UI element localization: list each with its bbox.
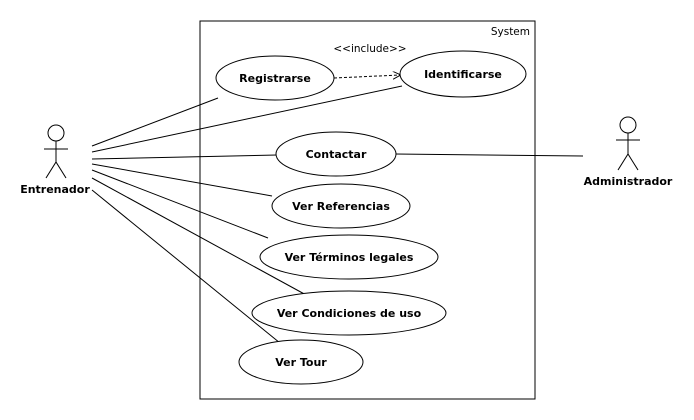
- actor-admin[interactable]: Administrador: [584, 116, 673, 188]
- actor-admin-label: Administrador: [584, 175, 673, 188]
- actor-trainer[interactable]: Entrenador: [20, 124, 90, 196]
- assoc-trainer-terms: [91, 169, 269, 239]
- assoc-trainer-tour: [91, 189, 281, 344]
- actor-admin-head: [619, 116, 637, 134]
- use-case-register[interactable]: Registrarse: [215, 55, 335, 101]
- actor-trainer-head: [47, 124, 65, 142]
- assoc-admin-contact: [394, 153, 584, 157]
- assoc-trainer-register: [91, 97, 219, 147]
- use-case-identify[interactable]: Identificarse: [399, 50, 527, 98]
- use-case-references-label: Ver Referencias: [292, 200, 390, 213]
- assoc-trainer-conditions: [91, 177, 309, 297]
- assoc-trainer-contact: [91, 154, 278, 160]
- use-case-contact[interactable]: Contactar: [275, 131, 397, 177]
- use-case-tour-label: Ver Tour: [275, 356, 327, 369]
- actor-trainer-label: Entrenador: [20, 183, 90, 196]
- assoc-trainer-identify: [91, 85, 403, 153]
- use-case-references[interactable]: Ver Referencias: [271, 183, 411, 229]
- use-case-tour[interactable]: Ver Tour: [238, 339, 364, 385]
- assoc-trainer-references: [91, 163, 273, 197]
- use-case-conditions[interactable]: Ver Condiciones de uso: [251, 290, 447, 336]
- use-case-conditions-label: Ver Condiciones de uso: [277, 307, 422, 320]
- use-case-terms-label: Ver Términos legales: [285, 251, 414, 264]
- use-case-register-label: Registrarse: [239, 72, 311, 85]
- use-case-terms[interactable]: Ver Términos legales: [259, 234, 439, 280]
- trainer-associations: [91, 85, 403, 344]
- include-arrow: [333, 75, 400, 78]
- system-label: System: [491, 26, 530, 38]
- use-case-identify-label: Identificarse: [424, 68, 502, 81]
- use-case-contact-label: Contactar: [306, 148, 367, 161]
- include-stereotype: <<include>>: [333, 43, 406, 55]
